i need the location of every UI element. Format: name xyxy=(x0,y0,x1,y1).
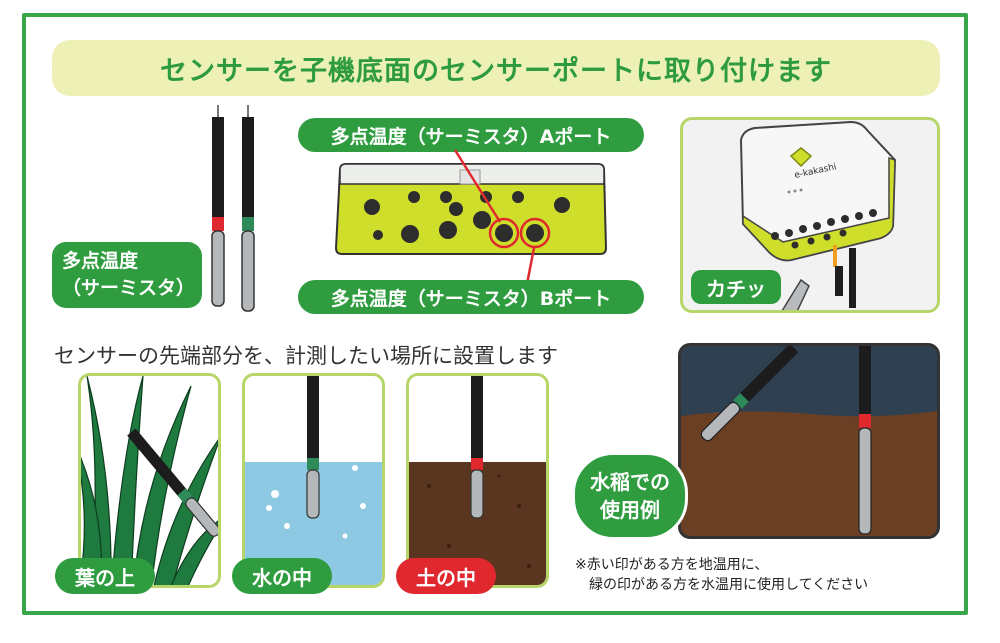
rice-example-line-2: 使用例 xyxy=(600,498,660,522)
sensor-type-line-1: 多点温度 xyxy=(62,250,139,272)
usage-note-line-2: 緑の印がある方を水温用に使用してください xyxy=(589,577,869,593)
port-a-label: 多点温度（サーミスタ）Aポート xyxy=(298,118,644,152)
sensor-type-label: 多点温度 （サーミスタ） xyxy=(52,242,202,308)
port-a-highlight xyxy=(488,217,520,249)
placement-water-text: 水の中 xyxy=(252,565,312,590)
soil-panel xyxy=(406,373,549,588)
placement-leaf-label: 葉の上 xyxy=(55,558,155,594)
port-b-highlight xyxy=(519,217,551,249)
page-title: センサーを子機底面のセンサーポートに取り付けます xyxy=(160,55,832,87)
outer-frame xyxy=(22,13,968,615)
water-illustration xyxy=(245,376,382,585)
placement-leaf-text: 葉の上 xyxy=(75,565,135,590)
click-label: カチッ xyxy=(691,270,781,304)
device-bottom-illustration xyxy=(334,163,608,255)
placement-soil-text: 土の中 xyxy=(416,565,476,590)
click-text: カチッ xyxy=(706,276,766,301)
probe-green xyxy=(241,105,255,312)
port-a-text: 多点温度（サーミスタ）Aポート xyxy=(330,125,612,148)
sensor-probes xyxy=(211,105,255,312)
rice-paddy-panel xyxy=(678,343,940,539)
placement-soil-label: 土の中 xyxy=(396,558,496,594)
probe-red xyxy=(211,105,225,307)
rice-example-badge: 水稲での 使用例 xyxy=(572,452,688,540)
rice-paddy-illustration xyxy=(681,346,937,536)
title-banner: センサーを子機底面のセンサーポートに取り付けます xyxy=(52,40,940,96)
water-panel xyxy=(242,373,385,588)
usage-note: ※赤い印がある方を地温用に、 緑の印がある方を水温用に使用してください xyxy=(575,555,868,595)
port-b-text: 多点温度（サーミスタ）Bポート xyxy=(330,287,612,310)
rice-example-line-1: 水稲での xyxy=(590,470,670,494)
leaf-panel xyxy=(78,373,221,588)
instruction-text: センサーの先端部分を、計測したい場所に設置します xyxy=(54,344,558,368)
leaf-illustration xyxy=(81,376,218,585)
device-with-sensor-illustration: e-kakashi xyxy=(739,120,897,310)
device-installed-panel: e-kakashi カチッ xyxy=(680,117,940,313)
port-b-label: 多点温度（サーミスタ）Bポート xyxy=(298,280,644,314)
soil-illustration xyxy=(409,376,546,585)
usage-note-line-1: ※赤い印がある方を地温用に、 xyxy=(575,557,769,573)
sensor-type-line-2: （サーミスタ） xyxy=(62,277,196,299)
placement-water-label: 水の中 xyxy=(232,558,332,594)
